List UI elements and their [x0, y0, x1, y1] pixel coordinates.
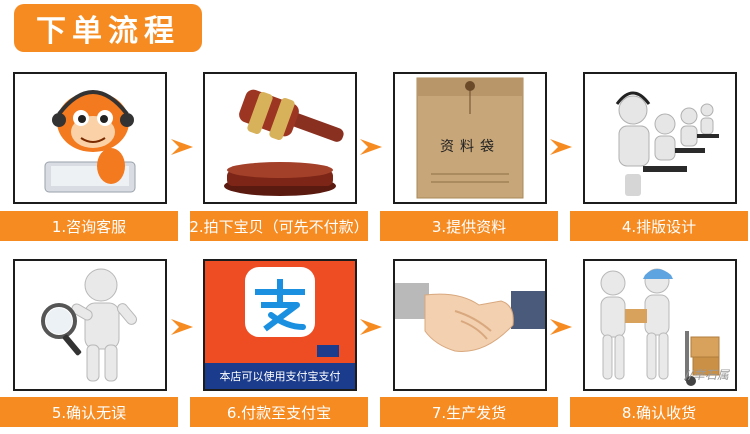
design-team-icon: [615, 91, 719, 196]
step-2-label: 2.拍下宝贝（可先不付款）: [189, 211, 369, 241]
step-4-card: [583, 72, 737, 204]
page-title: 下单流程: [14, 4, 202, 52]
customer-service-mascot-icon: [44, 90, 136, 193]
arrow-icon: [171, 136, 201, 158]
gavel-icon: [224, 89, 344, 196]
step-8-label: 8.确认收货: [570, 397, 748, 427]
step-5-card: [13, 259, 167, 391]
handshake-icon: [395, 283, 545, 352]
step-1-label: 1.咨询客服: [0, 211, 178, 241]
step-6-label: 6.付款至支付宝: [190, 397, 368, 427]
step-7-label: 7.生产发货: [380, 397, 558, 427]
step-5-label: 5.确认无误: [0, 397, 178, 427]
arrow-icon: [171, 316, 201, 338]
document-envelope-icon: [416, 77, 524, 199]
envelope-label: 资料袋: [440, 139, 500, 155]
step-8-card: //举石属: [583, 259, 737, 391]
step-3-card: 资料袋: [393, 72, 547, 204]
arrow-icon: [550, 316, 580, 338]
magnifier-figure-icon: [41, 268, 137, 382]
step-3-label: 3.提供资料: [380, 211, 558, 241]
step-1-card: [13, 72, 167, 204]
arrow-icon: [550, 136, 580, 158]
watermark-text: //举石属: [684, 368, 729, 382]
arrow-icon: [360, 316, 390, 338]
step-2-card: [203, 72, 357, 204]
delivery-icon: [600, 268, 720, 386]
step-4-label: 4.排版设计: [570, 211, 748, 241]
step-7-card: [393, 259, 547, 391]
step-6-card: 本店可以使用支付宝支付: [203, 259, 357, 391]
alipay-caption: 本店可以使用支付宝支付: [205, 363, 355, 389]
arrow-icon: [360, 136, 390, 158]
